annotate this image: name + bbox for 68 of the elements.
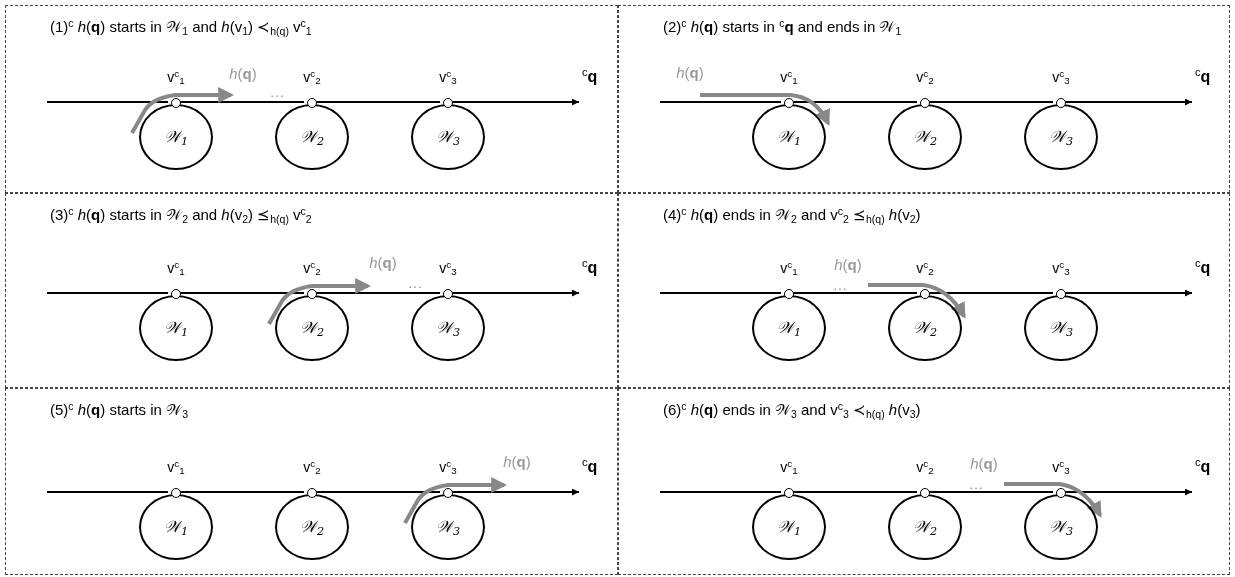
axis-line [451, 488, 580, 496]
axis-line [46, 101, 169, 103]
ellipsis-mark: … [832, 276, 848, 292]
axis-line [659, 101, 782, 103]
trajectory-label: h(q) [503, 453, 531, 469]
region-ellipse: 𝒲$_{3}$ [411, 295, 485, 361]
trajectory-label: h(q) [676, 64, 704, 80]
region-ellipse: 𝒲$_{2}$ [275, 494, 349, 560]
axis-line [315, 101, 441, 103]
trajectory-label: h(q) [834, 256, 862, 272]
trajectory-label: h(q) [970, 455, 998, 471]
axis-line [928, 491, 1054, 493]
region-ellipse: 𝒲$_{1}$ [752, 295, 826, 361]
axis-label: $^{c}$q [582, 260, 598, 276]
trajectory-label: h(q) [229, 65, 257, 81]
axis-line [179, 101, 305, 103]
region-ellipse: 𝒲$_{3}$ [411, 494, 485, 560]
region-ellipse: 𝒲$_{1}$ [139, 104, 213, 170]
region-ellipse: 𝒲$_{1}$ [139, 295, 213, 361]
trajectory-label: h(q) [369, 254, 397, 270]
region-ellipse: 𝒲$_{1}$ [139, 494, 213, 560]
axis-line [928, 292, 1054, 294]
ellipsis-mark: … [407, 274, 423, 290]
region-ellipse: 𝒲$_{3}$ [1024, 494, 1098, 560]
axis-line [1064, 488, 1193, 496]
axis-line [46, 491, 169, 493]
axis-line [792, 491, 918, 493]
panel-frame [5, 193, 618, 388]
axis-label: $^{c}$q [1195, 69, 1211, 85]
axis-line [1064, 289, 1193, 297]
region-ellipse: 𝒲$_{3}$ [411, 104, 485, 170]
axis-line [928, 101, 1054, 103]
region-ellipse: 𝒲$_{1}$ [752, 104, 826, 170]
axis-label: $^{c}$q [582, 459, 598, 475]
axis-line [1064, 98, 1193, 106]
axis-label: $^{c}$q [582, 69, 598, 85]
panel-heading: (2)$^{c}$ h(q) starts in $^{c}$q and ends in 𝒲$_{1}$ [663, 16, 902, 39]
panel-heading: (6)$^{c}$ h(q) ends in 𝒲$_{3}$ and v$^{c}$$_{3}$ ≺$_{h(q)}$ h(v$_{3}$) [663, 399, 921, 422]
axis-label: $^{c}$q [1195, 260, 1211, 276]
region-ellipse: 𝒲$_{2}$ [888, 494, 962, 560]
panel-heading: (4)$^{c}$ h(q) ends in 𝒲$_{2}$ and v$^{c}$$_{2}$ ⪯$_{h(q)}$ h(v$_{2}$) [663, 204, 921, 227]
axis-line [179, 491, 305, 493]
axis-line [179, 292, 305, 294]
axis-line [451, 98, 580, 106]
panel-frame [618, 388, 1230, 575]
axis-line [451, 289, 580, 297]
axis-label: $^{c}$q [1195, 459, 1211, 475]
region-ellipse: 𝒲$_{2}$ [888, 295, 962, 361]
ellipsis-mark: … [269, 83, 285, 99]
axis-line [792, 292, 918, 294]
ellipsis-mark: … [968, 475, 984, 491]
axis-line [792, 101, 918, 103]
region-ellipse: 𝒲$_{2}$ [275, 104, 349, 170]
axis-line [659, 491, 782, 493]
region-ellipse: 𝒲$_{1}$ [752, 494, 826, 560]
panel-frame [5, 5, 618, 193]
axis-line [46, 292, 169, 294]
region-ellipse: 𝒲$_{2}$ [888, 104, 962, 170]
region-ellipse: 𝒲$_{2}$ [275, 295, 349, 361]
axis-line [315, 292, 441, 294]
axis-line [659, 292, 782, 294]
panel-frame [618, 5, 1230, 193]
axis-line [315, 491, 441, 493]
panel-frame [5, 388, 618, 575]
region-ellipse: 𝒲$_{3}$ [1024, 295, 1098, 361]
panel-heading: (5)$^{c}$ h(q) starts in 𝒲$_{3}$ [50, 399, 188, 422]
region-ellipse: 𝒲$_{3}$ [1024, 104, 1098, 170]
panel-frame [618, 193, 1230, 388]
